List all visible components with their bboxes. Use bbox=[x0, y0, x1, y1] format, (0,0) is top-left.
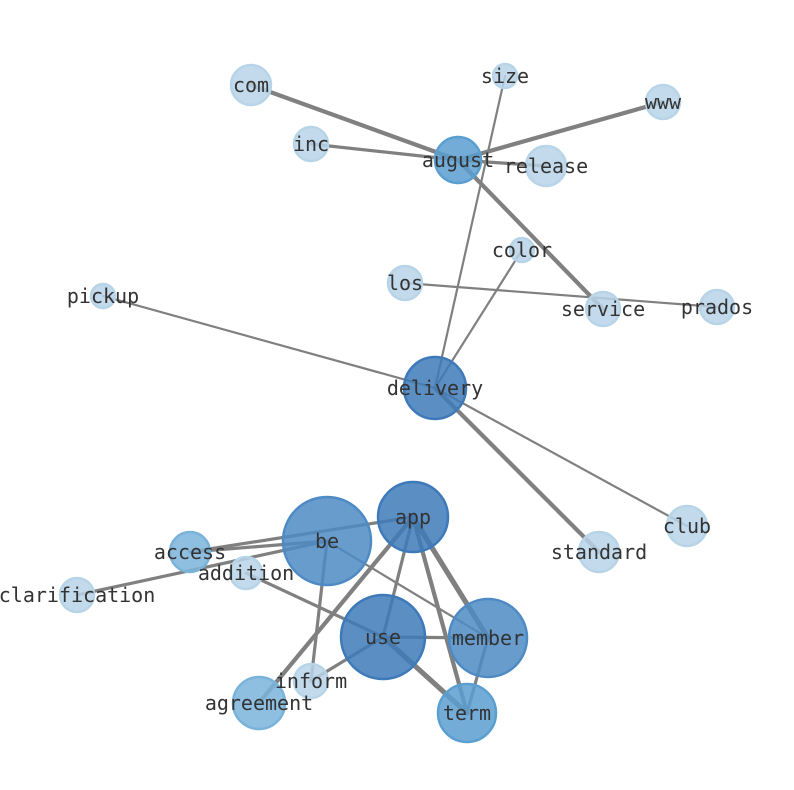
node-clarification[interactable] bbox=[58, 576, 96, 614]
node-inform[interactable] bbox=[292, 662, 330, 700]
node-label-term: term bbox=[443, 701, 491, 725]
node-delivery[interactable] bbox=[402, 355, 468, 421]
node-label-addition: addition bbox=[198, 561, 294, 585]
node-www[interactable] bbox=[644, 83, 682, 121]
node-label-com: com bbox=[233, 73, 269, 97]
edge-app-agreement bbox=[256, 514, 416, 706]
node-term[interactable] bbox=[436, 682, 498, 744]
node-size[interactable] bbox=[491, 62, 519, 90]
node-release[interactable] bbox=[524, 144, 568, 188]
label-layer: com size www inc august release color los pickup… bbox=[0, 64, 753, 725]
node-label-member: member bbox=[452, 626, 524, 650]
node-label-use: use bbox=[365, 625, 401, 649]
node-label-delivery: delivery bbox=[387, 376, 483, 400]
node-los[interactable] bbox=[386, 264, 424, 302]
edge-com-august bbox=[248, 82, 461, 163]
node-label-august: august bbox=[422, 148, 494, 172]
node-color[interactable] bbox=[508, 236, 536, 264]
node-label-color: color bbox=[492, 238, 552, 262]
node-app[interactable] bbox=[376, 480, 450, 554]
edge-delivery-standard bbox=[432, 385, 602, 555]
node-layer bbox=[58, 62, 736, 744]
node-service[interactable] bbox=[584, 290, 622, 328]
node-inc[interactable] bbox=[292, 125, 330, 163]
node-agreement[interactable] bbox=[231, 675, 287, 731]
node-label-access: access bbox=[154, 540, 226, 564]
node-label-be: be bbox=[315, 529, 339, 553]
node-label-club: club bbox=[663, 514, 711, 538]
node-prados[interactable] bbox=[698, 288, 736, 326]
edge-size-delivery bbox=[433, 74, 507, 390]
node-label-inc: inc bbox=[293, 132, 329, 156]
node-label-app: app bbox=[395, 505, 431, 529]
node-use[interactable] bbox=[339, 593, 427, 681]
node-label-clarification: clarification bbox=[0, 583, 155, 607]
node-label-service: service bbox=[561, 297, 645, 321]
edge-pickup-delivery bbox=[101, 294, 437, 390]
node-label-release: release bbox=[504, 154, 588, 178]
node-addition[interactable] bbox=[228, 555, 264, 591]
node-label-agreement: agreement bbox=[205, 691, 313, 715]
edge-www-august bbox=[455, 99, 666, 163]
node-label-size: size bbox=[481, 64, 529, 88]
edge-los-prados bbox=[403, 281, 719, 309]
node-standard[interactable] bbox=[577, 530, 621, 574]
edge-delivery-club bbox=[433, 386, 689, 528]
node-member[interactable] bbox=[447, 597, 529, 679]
node-com[interactable] bbox=[229, 63, 273, 107]
node-be[interactable] bbox=[281, 495, 373, 587]
node-label-www: www bbox=[645, 90, 682, 114]
node-pickup[interactable] bbox=[89, 282, 117, 310]
node-label-prados: prados bbox=[681, 295, 753, 319]
node-label-inform: inform bbox=[275, 669, 347, 693]
node-label-standard: standard bbox=[551, 540, 647, 564]
node-label-pickup: pickup bbox=[67, 284, 139, 308]
node-access[interactable] bbox=[168, 530, 212, 574]
edge-august-service bbox=[455, 157, 606, 312]
node-august[interactable] bbox=[433, 135, 483, 185]
node-label-los: los bbox=[387, 271, 423, 295]
node-club[interactable] bbox=[665, 504, 709, 548]
edge-inc-august bbox=[309, 142, 460, 162]
